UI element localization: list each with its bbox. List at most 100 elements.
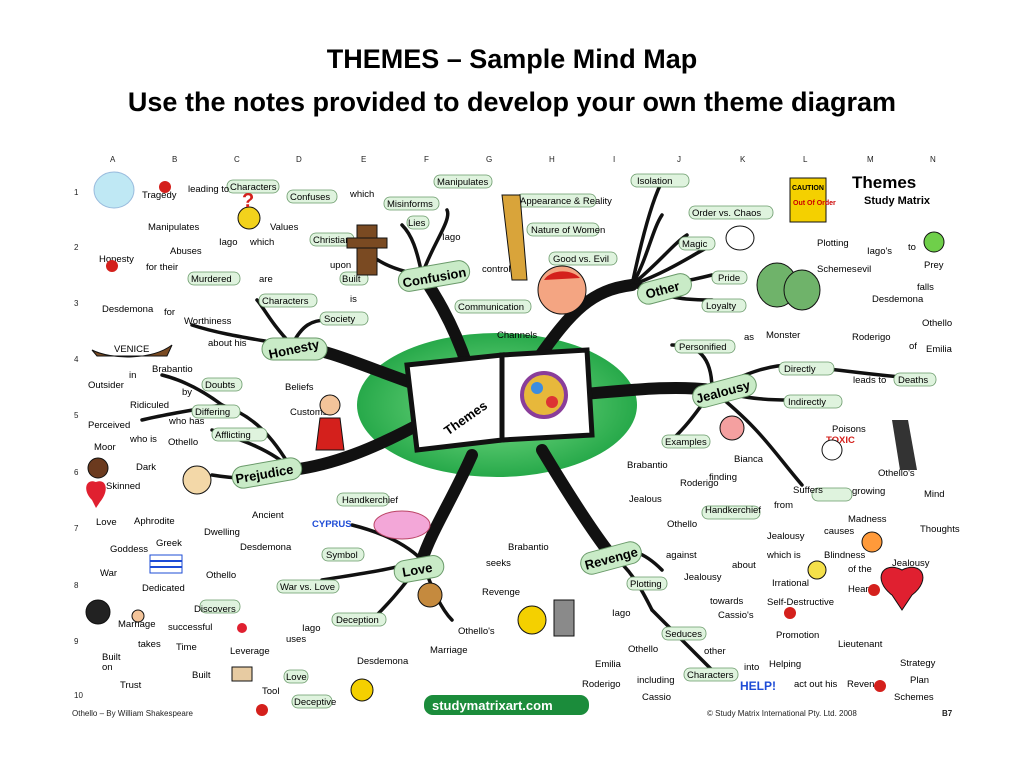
- node-cassios: Cassio's: [718, 610, 754, 621]
- grid-col-m: M: [867, 155, 874, 164]
- node-built-3: Built: [192, 670, 211, 681]
- node-channels: Channels: [497, 330, 537, 341]
- node-built-2: Built: [102, 652, 121, 663]
- illustrations: ?: [85, 171, 945, 702]
- node-iago-3: Iago: [612, 608, 631, 619]
- node-handkerchief: Handkerchief: [705, 505, 761, 516]
- node-characters-3: Characters: [687, 670, 734, 681]
- node-caution: CAUTION: [792, 185, 824, 192]
- node-deceptive: Deceptive: [294, 697, 336, 708]
- node-upon: upon: [330, 260, 351, 271]
- node-falls: falls: [917, 282, 934, 293]
- node-leverage: Leverage: [230, 646, 270, 657]
- node-nature-women: Nature of Women: [531, 225, 605, 236]
- node-misinforms: Misinforms: [387, 199, 433, 210]
- grid-col-j: J: [677, 155, 681, 164]
- node-love-small: Love: [96, 517, 117, 528]
- node-who-has: who has: [168, 416, 205, 427]
- node-jealousy-2: Jealousy: [892, 558, 930, 569]
- grid-col-n: N: [930, 155, 936, 164]
- node-towards: towards: [710, 596, 744, 607]
- node-out-of-order: Out Of Order: [793, 200, 836, 207]
- node-which-is: which is: [766, 550, 801, 561]
- node-order-chaos: Order vs. Chaos: [692, 208, 761, 219]
- node-are: are: [259, 274, 273, 285]
- node-lies: Lies: [408, 218, 426, 229]
- node-helping: Helping: [769, 659, 801, 670]
- grid-row-1: 1: [74, 188, 79, 197]
- node-personified: Personified: [679, 342, 727, 353]
- grid-col-g: G: [486, 155, 492, 164]
- branch-love[interactable]: Love: [401, 560, 433, 580]
- node-values: Values: [270, 222, 299, 233]
- node-finding: finding: [709, 472, 737, 483]
- node-schemes: Schemes: [817, 264, 857, 275]
- node-emilia-2: Emilia: [595, 659, 622, 670]
- stop-signs: [106, 181, 886, 716]
- node-including: including: [637, 675, 675, 686]
- node-discovers: Discovers: [194, 604, 236, 615]
- node-madness: Madness: [848, 514, 887, 525]
- node-of-the: of the: [848, 564, 872, 575]
- node-lieutenant: Lieutenant: [838, 639, 883, 650]
- matrix-title: Themes: [852, 173, 916, 192]
- node-othello-4: Othello: [628, 644, 658, 655]
- node-loyalty: Loyalty: [706, 301, 736, 312]
- grid-col-d: D: [296, 155, 302, 164]
- node-society: Society: [324, 314, 355, 325]
- node-for: for: [164, 307, 175, 318]
- node-revenge-3: Revenge: [482, 587, 520, 598]
- footer-left: Othello – By William Shakespeare: [72, 709, 193, 718]
- node-desdemona: Desdemona: [102, 304, 154, 315]
- grid-row-3: 3: [74, 299, 79, 308]
- node-prey: Prey: [924, 260, 944, 271]
- node-revenge-2: Revenge: [847, 679, 885, 690]
- node-jealous: Jealous: [629, 494, 662, 505]
- node-dark: Dark: [136, 462, 156, 473]
- grid-column-labels: A B C D E F G H I J K L M N: [110, 155, 936, 164]
- node-strategy: Strategy: [900, 658, 936, 669]
- node-love-2: Love: [286, 672, 307, 683]
- node-jealousy-small: Jealousy: [767, 531, 805, 542]
- node-handkerchief-2: Handkerchief: [342, 495, 398, 506]
- matrix-subtitle: Study Matrix: [864, 195, 931, 207]
- node-other: other: [704, 646, 726, 657]
- node-to: to: [908, 242, 916, 253]
- grid-row-7: 7: [74, 524, 79, 533]
- website-label[interactable]: studymatrixart.com: [432, 698, 553, 713]
- grid-row-10: 10: [74, 691, 83, 700]
- node-iago-4: Iago: [302, 623, 321, 634]
- node-indirectly: Indirectly: [788, 397, 826, 408]
- node-venice: VENICE: [114, 344, 149, 355]
- node-marriage: Marriage: [430, 645, 468, 656]
- grid-col-l: L: [803, 155, 808, 164]
- node-who-is: who is: [129, 434, 157, 445]
- node-act-out-his: act out his: [794, 679, 838, 690]
- grid-col-h: H: [549, 155, 555, 164]
- grid-col-k: K: [740, 155, 746, 164]
- node-ancient: Ancient: [252, 510, 284, 521]
- caution-sign: [789, 177, 827, 223]
- node-from: from: [774, 500, 793, 511]
- node-confuses: Confuses: [290, 192, 330, 203]
- node-aphrodite: Aphrodite: [134, 516, 175, 527]
- node-seduces: Seduces: [665, 629, 702, 640]
- node-perceived: Perceived: [88, 420, 130, 431]
- node-seeks: seeks: [486, 558, 511, 569]
- node-characters-2: Characters: [262, 296, 309, 307]
- node-of: of: [909, 341, 917, 352]
- node-on: on: [102, 662, 113, 673]
- node-help: HELP!: [740, 679, 776, 693]
- node-uses: uses: [286, 634, 306, 645]
- node-tool: Tool: [262, 686, 279, 697]
- node-controls: controls: [482, 264, 516, 275]
- node-toxic: TOXIC: [826, 435, 855, 446]
- node-irrational: Irrational: [772, 578, 809, 589]
- node-marriage-2: Marriage: [118, 619, 156, 630]
- grid-col-b: B: [172, 155, 177, 164]
- node-plotting-2: Plotting: [630, 579, 662, 590]
- node-skinned: Skinned: [106, 481, 140, 492]
- grid-col-f: F: [424, 155, 429, 164]
- node-thoughts: Thoughts: [920, 524, 960, 535]
- footer-center: © Study Matrix International Pty. Ltd. 2…: [707, 709, 857, 718]
